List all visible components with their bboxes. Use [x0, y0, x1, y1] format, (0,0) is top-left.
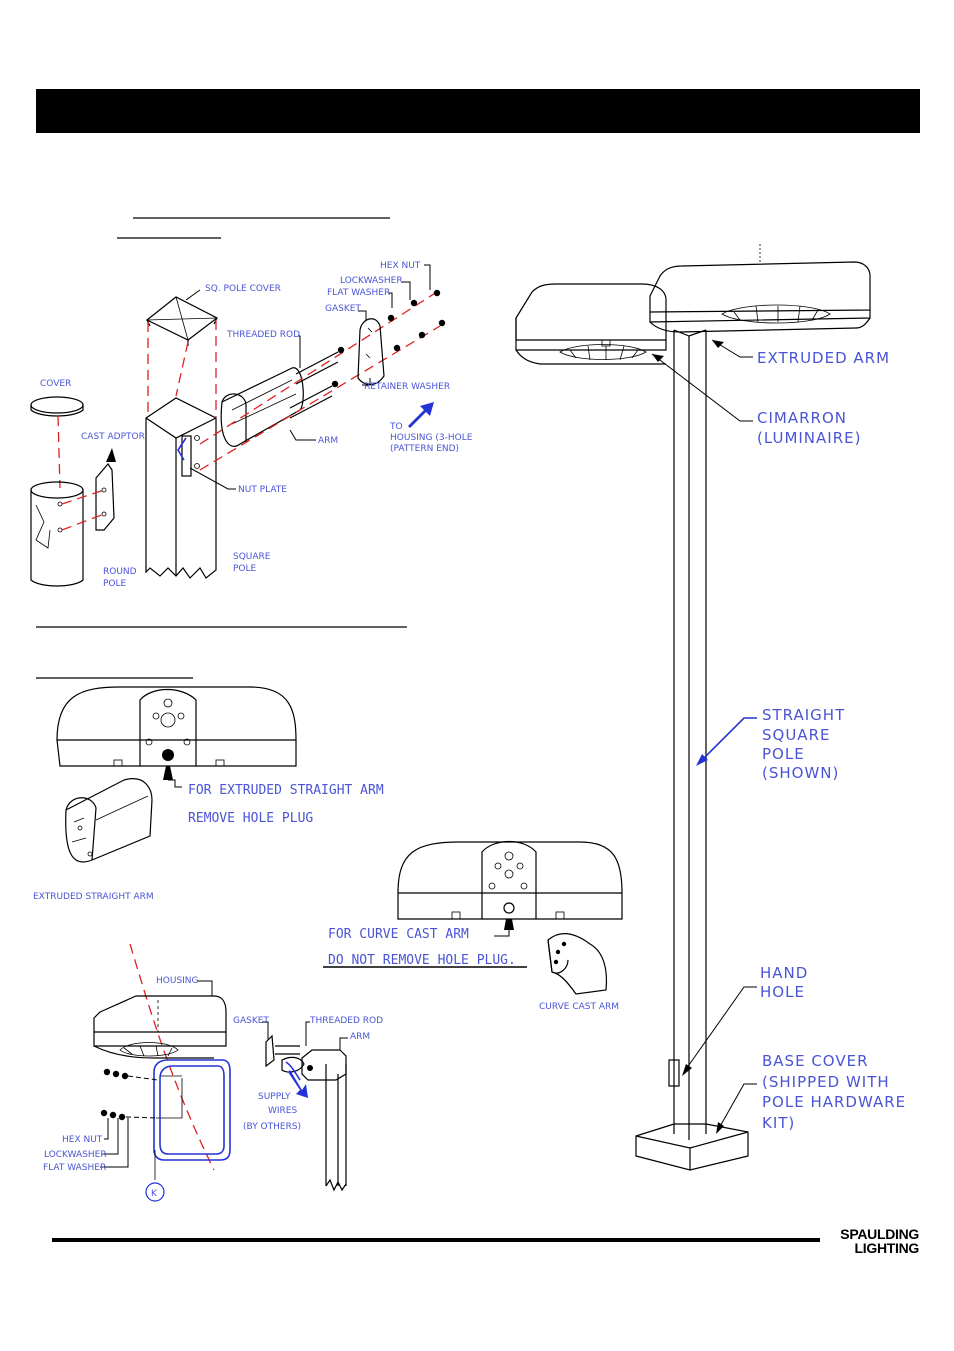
supply-wires-label-1: SUPPLY [258, 1092, 291, 1102]
round-pole-label-1: ROUND [103, 567, 137, 577]
base-cover-label-4: KIT) [762, 1114, 795, 1132]
square-pole-label-2: POLE [233, 564, 257, 574]
cimarron-label-1: CIMARRON [757, 409, 847, 427]
mount-flat-washer-label: FLAT WASHER [43, 1163, 106, 1173]
retainer-washer-label: RETAINER WASHER [364, 382, 450, 392]
straight-pole-label-4: (SHOWN) [762, 764, 839, 782]
hand-hole-label-1: HAND [760, 964, 808, 982]
arm-label: ARM [318, 436, 338, 446]
round-pole-label-2: POLE [103, 579, 127, 589]
pole-assembly-drawing [515, 244, 871, 1171]
base-cover-label-3: POLE HARDWARE [762, 1093, 906, 1111]
cimarron-label-2: (LUMINAIRE) [757, 429, 861, 447]
curve-note-1: FOR CURVE CAST ARM [328, 927, 469, 942]
hex-nut-label: HEX NUT [380, 261, 421, 271]
to-housing-label-1: TO [389, 422, 403, 432]
hand-hole-label-2: HOLE [760, 983, 805, 1001]
cast-adptor-label: CAST ADPTOR [81, 432, 145, 442]
mount-gasket-label: GASKET [233, 1016, 269, 1026]
hole-plug-labels: FOR EXTRUDED STRAIGHT ARM REMOVE HOLE PL… [33, 783, 619, 1012]
pole-assembly-labels: EXTRUDED ARM CIMARRON (LUMINAIRE) STRAIG… [757, 349, 906, 1132]
mounting-detail-labels: HOUSING GASKET THREADED ROD ARM SUPPLY W… [43, 976, 383, 1199]
mount-arm-label: ARM [350, 1032, 370, 1042]
lockwasher-label: LOCKWASHER [340, 276, 403, 286]
nut-plate-label: NUT PLATE [238, 485, 287, 495]
extruded-note-2: REMOVE HOLE PLUG [188, 811, 313, 826]
flat-washer-label: FLAT WASHER [327, 288, 390, 298]
sq-pole-cover-label: SQ. POLE COVER [205, 284, 281, 294]
hole-plug-drawing-curve [323, 841, 623, 995]
square-pole-label-1: SQUARE [233, 552, 271, 562]
straight-pole-label-3: POLE [762, 745, 805, 763]
extruded-arm-label-main: EXTRUDED ARM [757, 349, 890, 367]
cover-label: COVER [40, 379, 71, 389]
gasket-label: GASKET [325, 304, 361, 314]
to-housing-label-2: HOUSING (3-HOLE [390, 433, 473, 443]
circle-marker-k: K [151, 1189, 158, 1199]
mount-threaded-rod-label: THREADED ROD [309, 1016, 383, 1026]
curve-arm-label: CURVE CAST ARM [539, 1002, 619, 1012]
supply-wires-label-3: (BY OTHERS) [243, 1122, 301, 1132]
logo-line-2: LIGHTING [855, 1240, 920, 1256]
housing-label: HOUSING [156, 976, 199, 986]
mount-lockwasher-label: LOCKWASHER [44, 1150, 107, 1160]
straight-pole-label-2: SQUARE [762, 726, 830, 744]
extruded-note-1: FOR EXTRUDED STRAIGHT ARM [188, 783, 384, 798]
pole-detail-drawing [30, 264, 446, 587]
base-cover-label-2: (SHIPPED WITH [762, 1073, 890, 1091]
pole-detail-labels: HEX NUT LOCKWASHER FLAT WASHER GASKET SQ… [40, 261, 473, 589]
supply-wires-label-2: WIRES [268, 1106, 297, 1116]
mounting-detail-drawing [93, 943, 348, 1202]
curve-note-2: DO NOT REMOVE HOLE PLUG. [328, 953, 516, 968]
logo-line-1: SPAULDING [840, 1226, 919, 1242]
hole-plug-drawing-extruded [56, 686, 297, 863]
mount-hex-nut-label: HEX NUT [62, 1135, 103, 1145]
straight-pole-label-1: STRAIGHT [762, 706, 845, 724]
extruded-arm-label: EXTRUDED STRAIGHT ARM [33, 892, 154, 902]
base-cover-label-1: BASE COVER [762, 1052, 869, 1070]
to-housing-label-3: (PATTERN END) [390, 444, 459, 454]
header-bar [36, 89, 920, 133]
threaded-rod-label: THREADED ROD [226, 330, 300, 340]
